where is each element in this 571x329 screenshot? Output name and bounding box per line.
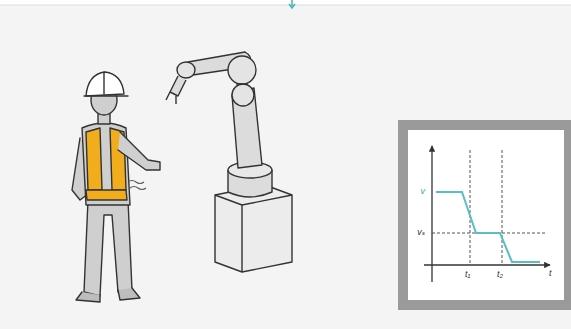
axis-time-label: t bbox=[549, 269, 552, 278]
axis-time-label: t₂ bbox=[497, 270, 503, 279]
robot-arm bbox=[166, 52, 292, 272]
axis-value-label: vₛ bbox=[417, 228, 425, 237]
flow-tick bbox=[289, 0, 295, 8]
guide-dashed bbox=[502, 150, 503, 265]
axis-value-label: v bbox=[421, 187, 426, 196]
speed-curve bbox=[436, 192, 540, 262]
guide-dashed bbox=[470, 150, 471, 265]
top-strip bbox=[0, 0, 571, 5]
speed-chart bbox=[424, 146, 550, 282]
y-axis bbox=[431, 146, 432, 282]
chart-frame bbox=[403, 125, 569, 305]
x-axis bbox=[424, 264, 550, 265]
worker-figure bbox=[72, 72, 160, 302]
top-rule bbox=[0, 5, 571, 6]
axis-time-label: t₁ bbox=[465, 270, 470, 279]
